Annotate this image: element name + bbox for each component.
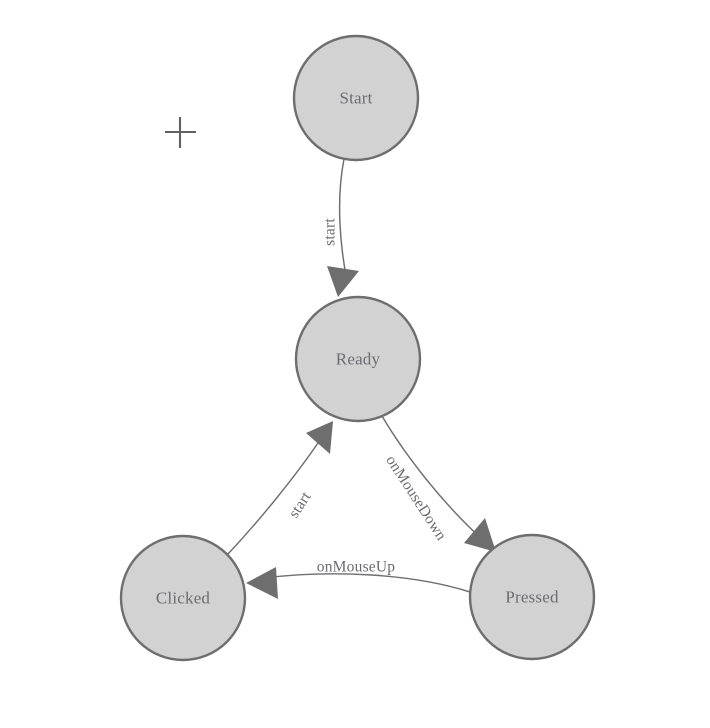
edge-start-to-ready-path[interactable] — [338, 158, 348, 282]
node-pressed-circle[interactable] — [468, 533, 596, 661]
edge-ready-to-pressed-path[interactable] — [381, 415, 485, 542]
edge-ready-to-pressed-arrowhead — [464, 518, 496, 552]
node-start-label: Start — [339, 89, 372, 108]
edge-label-clicked-to-ready: start — [285, 488, 315, 521]
edge-pressed-to-clicked-path[interactable] — [263, 573, 471, 593]
node-ready[interactable]: Ready — [294, 295, 422, 423]
node-clicked-label: Clicked — [156, 589, 211, 608]
node-clicked[interactable]: Clicked — [119, 534, 247, 662]
edge-clicked-to-ready-path[interactable] — [227, 439, 321, 555]
edge-label-start-to-ready: start — [322, 218, 339, 246]
node-start[interactable]: Start — [292, 34, 420, 162]
node-pressed[interactable]: Pressed — [468, 533, 596, 661]
node-ready-label: Ready — [336, 350, 381, 369]
node-pressed-label: Pressed — [505, 588, 559, 607]
node-start-circle[interactable] — [292, 34, 420, 162]
node-clicked-circle[interactable] — [119, 534, 247, 662]
edge-clicked-to-ready-arrowhead — [306, 421, 333, 454]
edge-pressed-to-clicked[interactable]: onMouseUp — [246, 559, 471, 600]
crosshair-icon[interactable] — [165, 117, 196, 148]
edge-label-pressed-to-clicked: onMouseUp — [317, 559, 395, 576]
edge-clicked-to-ready[interactable]: start — [227, 421, 333, 555]
node-ready-circle[interactable] — [294, 295, 422, 423]
edge-start-to-ready[interactable]: start — [322, 158, 360, 297]
edge-start-to-ready-arrowhead — [327, 266, 359, 297]
edge-pressed-to-clicked-arrowhead — [246, 567, 278, 599]
edge-ready-to-pressed[interactable]: onMouseDown — [381, 415, 496, 552]
